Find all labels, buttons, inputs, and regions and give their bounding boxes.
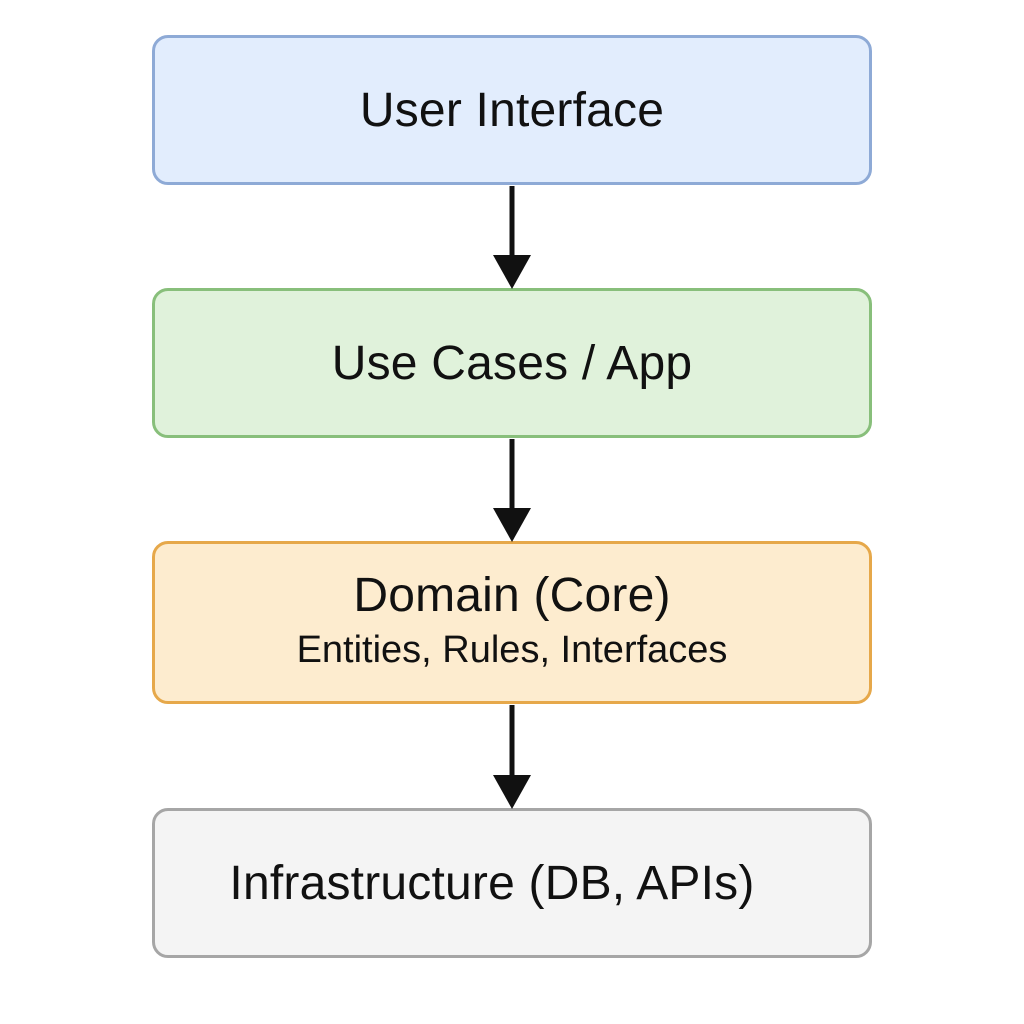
infrastructure-layer-box: Infrastructure (DB, APIs) [152,808,872,958]
domain-layer-box: Domain (Core) Entities, Rules, Interface… [152,541,872,704]
arrow-ui-to-usecases [493,186,531,289]
domain-layer-title: Domain (Core) [353,568,671,622]
domain-layer-subtitle: Entities, Rules, Interfaces [296,628,728,671]
user-interface-layer-title: User Interface [359,83,665,137]
arrow-usecases-to-domain [493,439,531,542]
user-interface-layer-box: User Interface [152,35,872,185]
arrow-domain-to-infra [493,705,531,809]
infrastructure-layer-title: Infrastructure (DB, APIs) [229,856,755,910]
use-cases-layer-title: Use Cases / App [331,336,693,390]
use-cases-layer-box: Use Cases / App [152,288,872,438]
